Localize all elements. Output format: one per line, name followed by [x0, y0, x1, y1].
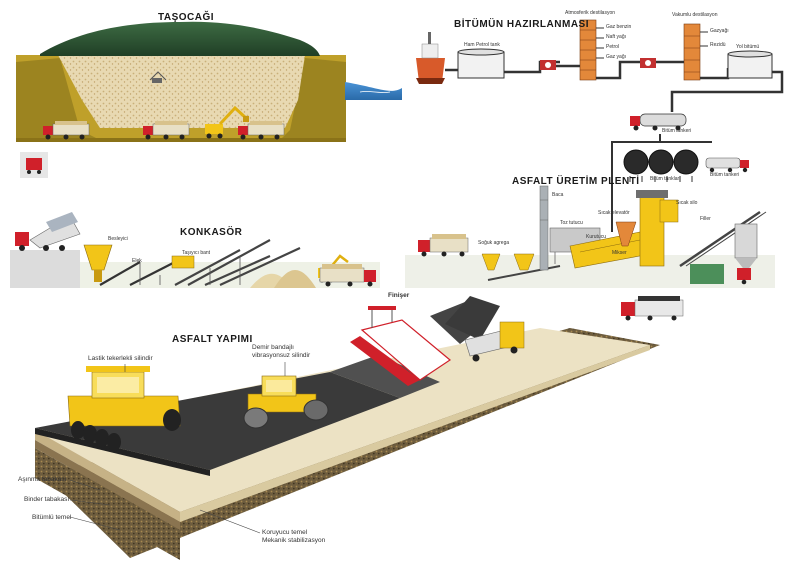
- quarry-truck-icon: [20, 152, 48, 178]
- quarry-truck-2: [143, 121, 190, 140]
- quarry-title: TAŞOCAĞI: [158, 12, 215, 23]
- crude-tank-label: Ham Petrol tank: [464, 42, 500, 48]
- plant-scene: [405, 185, 775, 321]
- silo-label: Sıcak silo: [676, 200, 698, 206]
- mixer-label: Mikser: [612, 250, 627, 256]
- paving-scene: [35, 328, 660, 560]
- screen-label: Elek: [132, 258, 142, 264]
- crusher-feeder: [83, 244, 113, 282]
- filler-silo: [734, 223, 758, 272]
- feeder-label: Besleyici: [108, 236, 128, 242]
- tanker-ship: [416, 32, 445, 84]
- quarry-excavator: [205, 105, 249, 139]
- pump-2: [640, 58, 656, 68]
- bitumen-storage-tanks: [623, 149, 699, 182]
- water: [345, 82, 402, 100]
- finisher-label: Finişer: [388, 292, 410, 299]
- steel-roller: [243, 375, 329, 429]
- gas-oil-label: Gaz yağı: [606, 54, 627, 60]
- cold-feed-label: Soğuk agrega: [478, 240, 510, 246]
- quarry-scene: [16, 21, 346, 142]
- hot-elevator-label: Sıcak elevatör: [598, 210, 630, 216]
- storage-label: Bitüm tankları: [650, 176, 681, 182]
- quarry-hill: [40, 21, 320, 56]
- paving-dump-truck: [445, 296, 525, 362]
- dryer-label: Kurutucu: [586, 234, 607, 240]
- vacuum-tower: [683, 23, 708, 81]
- stack-label: Baca: [552, 192, 564, 198]
- quarry-rock-face: [58, 55, 305, 128]
- petrol-label: Petrol: [606, 44, 620, 50]
- conveyor-label: Taşıyıcı bant: [182, 250, 211, 256]
- wearing-layer-label: Aşınma tabakası: [18, 476, 67, 483]
- vac-oil-label: Gazyağı: [710, 28, 729, 34]
- steel-roller-label: Demir bandajlı vibrasyonsuz silindir: [252, 344, 311, 359]
- crusher-conveyors: [99, 239, 301, 287]
- tanker-label: Bitüm tankeri: [662, 128, 692, 134]
- cold-feed-bins: [481, 253, 535, 271]
- gas-benzin-label: Gaz benzin: [606, 24, 632, 30]
- plant-truck: [418, 234, 469, 257]
- bitumen-title: BİTÜMÜN HAZIRLANMASI: [454, 19, 589, 30]
- tyre-roller: [67, 366, 181, 451]
- mixing-tower: [615, 190, 679, 267]
- pump-1: [540, 60, 556, 70]
- crusher-scene: [10, 212, 380, 288]
- crusher-truck: [319, 264, 376, 287]
- bitumen-tank: [727, 50, 773, 79]
- quarry-truck-3: [238, 121, 285, 140]
- base-layer-label: Bitümlü temel: [32, 514, 72, 521]
- plant-tank: [690, 264, 724, 284]
- crusher-title: KONKASÖR: [180, 227, 243, 238]
- subbase-layer-label: Koruyucu temel Mekanik stabilizasyon: [262, 529, 326, 544]
- bitumen-tank-label: Yol bitümü: [736, 44, 760, 50]
- aggregate-pile-2: [274, 269, 316, 288]
- filler-label: Filler: [700, 216, 711, 222]
- hot-bitumen-truck: [705, 157, 749, 173]
- plant-title: ASFALT ÜRETİM PLENTİ: [512, 176, 640, 187]
- hot-elevator: [679, 210, 767, 268]
- tyre-roller-label: Lastik tekerlekli silindir: [88, 355, 153, 362]
- plant-stack: [539, 185, 549, 271]
- asphalt-transport-truck: [621, 296, 684, 321]
- hot-tanker-label: Bitüm tankeri: [710, 172, 740, 178]
- dust-label: Toz tutucu: [560, 220, 583, 226]
- plant-loaded-truck: [737, 268, 751, 285]
- residue-label: Rezidü: [710, 42, 726, 48]
- binder-layer-label: Binder tabakası: [24, 496, 70, 503]
- vac-distill-label: Vakumlu destilasyon: [672, 12, 718, 18]
- crusher-dump-truck: [15, 212, 81, 251]
- atm-distill-label: Atmosferik destilasyon: [565, 10, 616, 16]
- atmospheric-tower: [579, 19, 604, 81]
- bitumen-tanker-truck: [630, 113, 687, 131]
- leader-lines: [69, 362, 286, 534]
- crude-tank: [457, 48, 505, 79]
- bitumen-scene: [345, 19, 784, 232]
- paving-title: ASFALT YAPIMI: [172, 334, 253, 345]
- quarry-truck-1: [43, 121, 90, 140]
- naft-label: Naft yağı: [606, 34, 627, 40]
